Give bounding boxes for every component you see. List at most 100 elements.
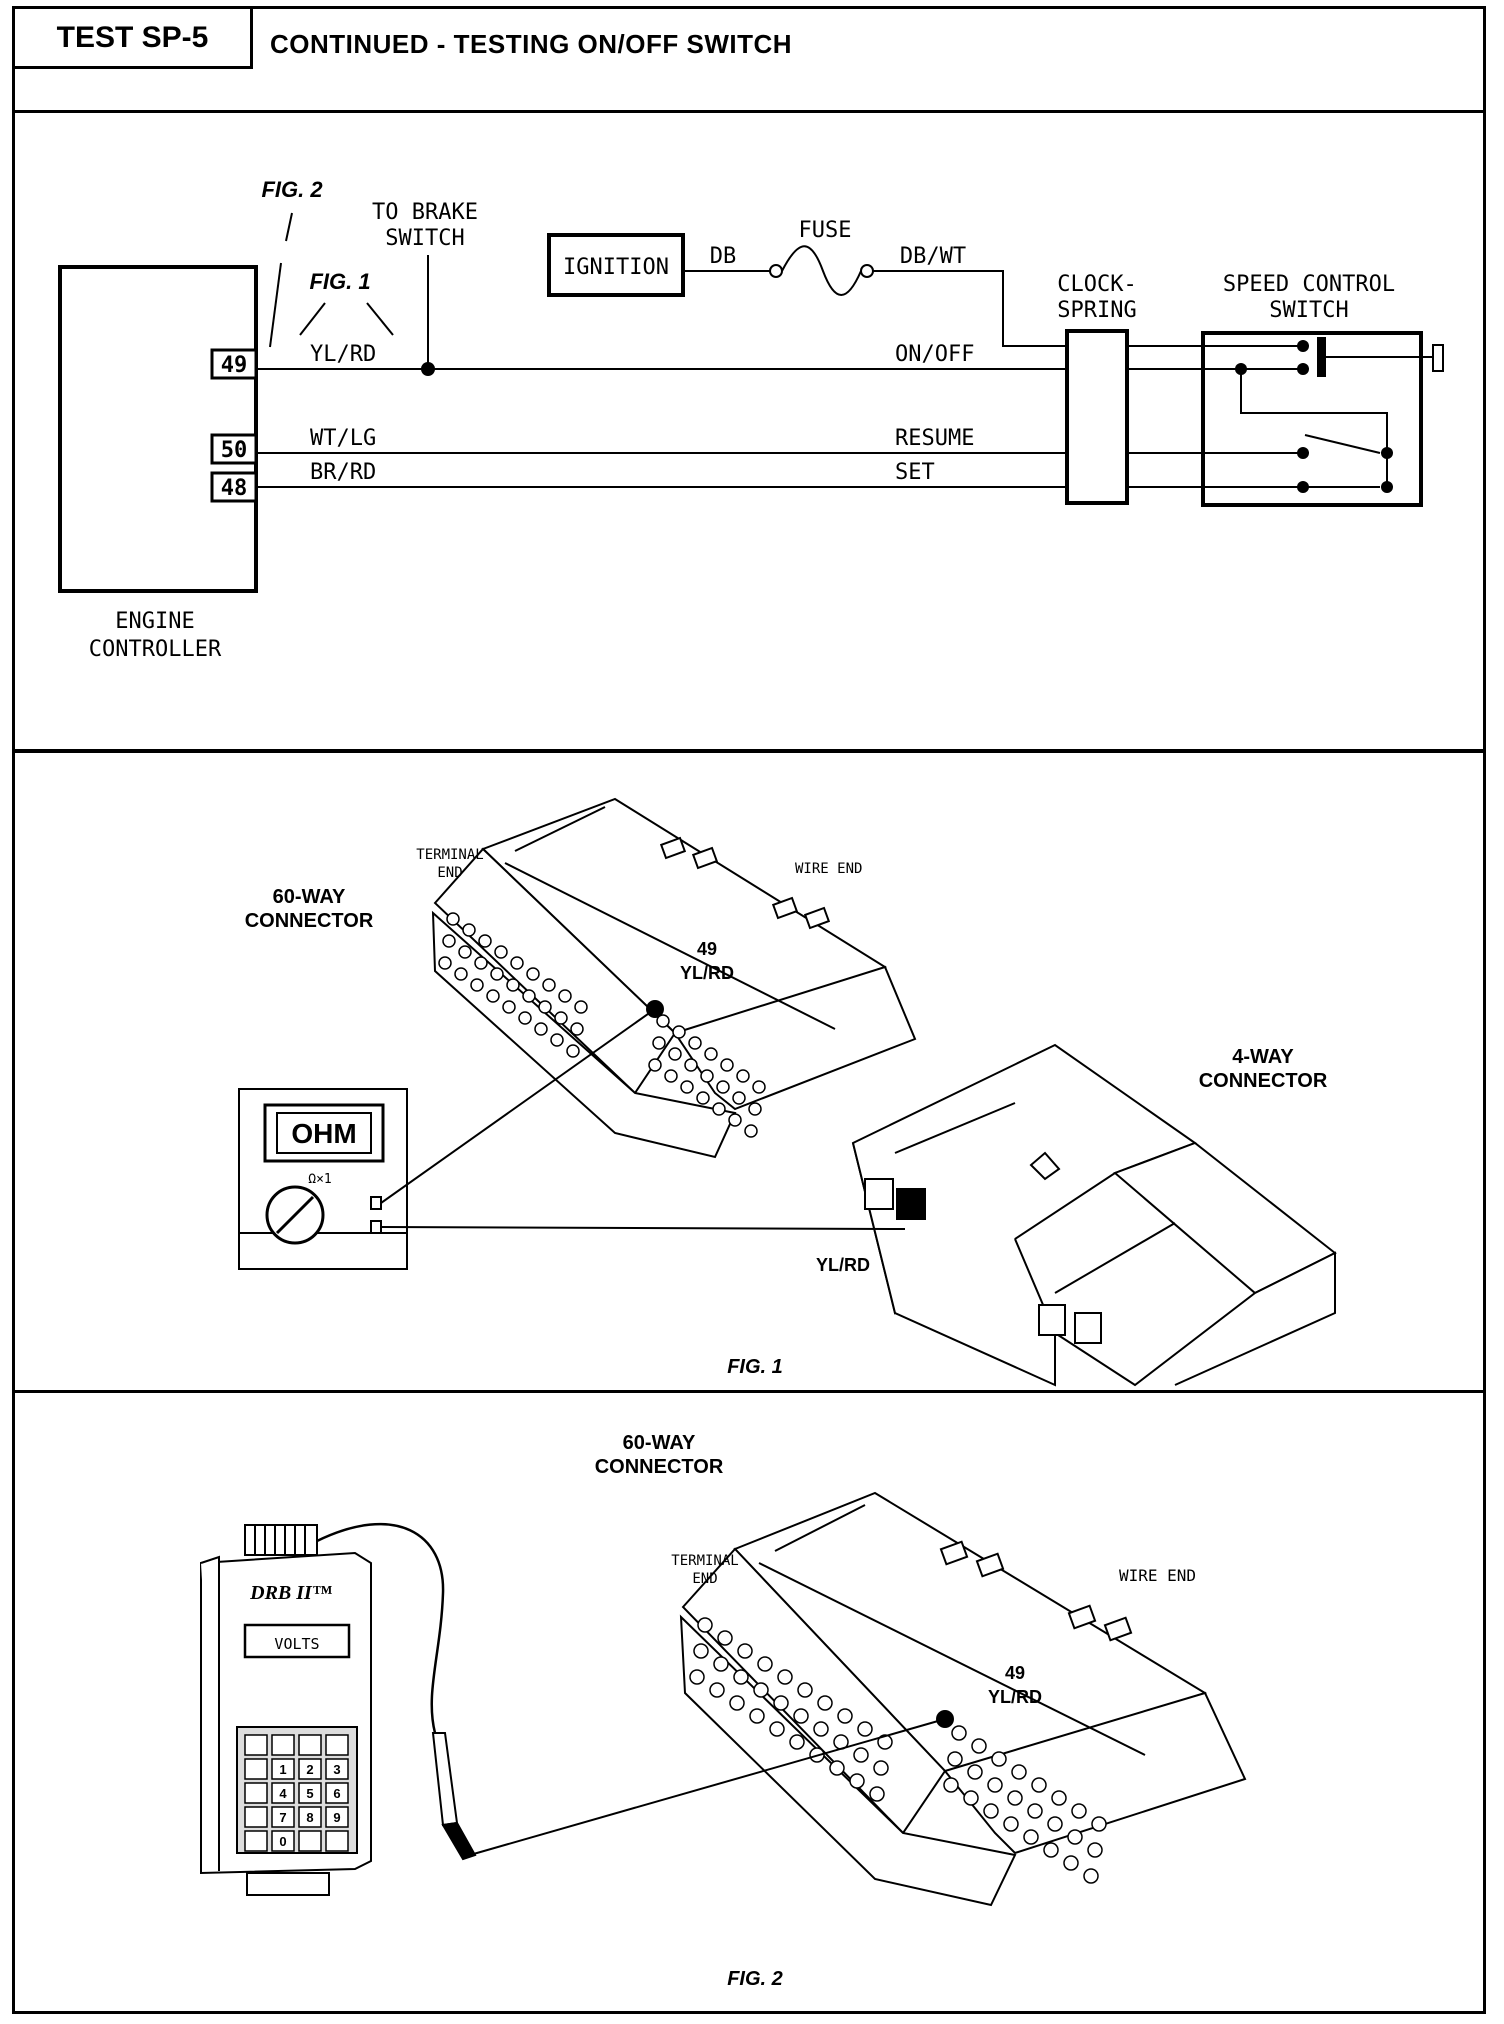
drb-key bbox=[298, 1806, 322, 1828]
connector-pin-hole bbox=[732, 1091, 746, 1105]
connector-pin-hole bbox=[700, 1069, 714, 1083]
connector-pin-hole bbox=[793, 1708, 809, 1724]
brake-label-line2: SWITCH bbox=[385, 226, 464, 251]
connector-pin-hole bbox=[574, 1000, 588, 1014]
connector-pin-hole bbox=[1031, 1777, 1047, 1793]
drb-key bbox=[271, 1830, 295, 1852]
connector-pin-hole bbox=[656, 1014, 670, 1028]
fig1-4way-label-line2: CONNECTOR bbox=[1199, 1070, 1328, 1092]
connector-pin-hole bbox=[853, 1747, 869, 1763]
ohmmeter-jack-lower bbox=[370, 1220, 382, 1234]
test-page: TEST SP-5 CONTINUED - TESTING ON/OFF SWI… bbox=[12, 6, 1486, 2014]
fig1-4way-connector bbox=[851, 1043, 1337, 1387]
ohmmeter-display: OHM bbox=[291, 1118, 356, 1149]
drb-key-label: 6 bbox=[333, 1786, 340, 1801]
connector-pin-hole bbox=[502, 1000, 516, 1014]
fig1-lead-to-4way bbox=[380, 1226, 906, 1230]
fig1-pin-number: 49 bbox=[697, 939, 717, 959]
connector-pin-hole bbox=[688, 1036, 702, 1050]
fig2-illustration: 60-WAY CONNECTOR TERMINAL END WIRE END 4… bbox=[200, 1432, 1247, 1990]
connector-pin-hole bbox=[1091, 1816, 1107, 1832]
controller-label-line2: CONTROLLER bbox=[89, 637, 222, 662]
fuse-element bbox=[781, 245, 862, 296]
connector-pin-hole bbox=[829, 1760, 845, 1776]
connector-pin-hole bbox=[458, 945, 472, 959]
ohmmeter-jack-upper bbox=[370, 1196, 382, 1210]
drb-key bbox=[271, 1734, 295, 1756]
fig2-60way-label-line1: 60-WAY bbox=[623, 1432, 696, 1454]
drb-title: DRB II™ bbox=[249, 1582, 332, 1604]
wire-dbwt-label: DB/WT bbox=[900, 244, 966, 269]
connector-pin-hole bbox=[709, 1682, 725, 1698]
connector-pin-hole bbox=[757, 1656, 773, 1672]
connector-pin-hole bbox=[720, 1058, 734, 1072]
connector-pin-hole bbox=[963, 1790, 979, 1806]
pin-49-label: 49 bbox=[221, 353, 248, 378]
fig1-lead-to-pin49 bbox=[380, 1008, 656, 1204]
connector-pin-hole bbox=[566, 1044, 580, 1058]
test-number-box: TEST SP-5 bbox=[15, 9, 253, 69]
drb-key bbox=[325, 1782, 349, 1804]
fig2-60way-label-line2: CONNECTOR bbox=[595, 1456, 724, 1478]
wire-wtlg-label: WT/LG bbox=[310, 426, 376, 451]
drb-key bbox=[244, 1806, 268, 1828]
connector-pin-hole bbox=[486, 989, 500, 1003]
wire-db-label: DB bbox=[710, 244, 737, 269]
connector-pin-hole bbox=[534, 1022, 548, 1036]
connector-pin-hole bbox=[817, 1695, 833, 1711]
speed-control-label-line1: SPEED CONTROL bbox=[1223, 272, 1395, 297]
connector-pin-hole bbox=[648, 1058, 662, 1072]
ohmmeter-range: Ω×1 bbox=[308, 1172, 331, 1187]
fig1-caption: FIG. 1 bbox=[727, 1356, 783, 1378]
drb-key bbox=[325, 1758, 349, 1780]
drb-key bbox=[298, 1782, 322, 1804]
wire-dbwt bbox=[873, 270, 1067, 347]
fig2-connector-pins bbox=[689, 1617, 1107, 1884]
connector-pin-hole bbox=[873, 1760, 889, 1776]
connector-pin-hole bbox=[518, 1011, 532, 1025]
connector-pin-hole bbox=[837, 1708, 853, 1724]
connector-pin-hole bbox=[713, 1656, 729, 1672]
fig1-60way-label-line1: 60-WAY bbox=[273, 886, 346, 908]
page-header: TEST SP-5 CONTINUED - TESTING ON/OFF SWI… bbox=[15, 9, 1483, 113]
connector-pin-hole bbox=[773, 1695, 789, 1711]
connector-pin-hole bbox=[668, 1047, 682, 1061]
drb-key-label: 1 bbox=[279, 1762, 286, 1777]
drb-key bbox=[298, 1734, 322, 1756]
connector-pin-hole bbox=[849, 1773, 865, 1789]
connector-pin-hole bbox=[693, 1643, 709, 1659]
connector-pin-hole bbox=[478, 934, 492, 948]
fig2-60way-connector bbox=[679, 1491, 1247, 1907]
drb-key bbox=[298, 1758, 322, 1780]
connector-pin-hole bbox=[454, 967, 468, 981]
fig1-reference: FIG. 1 bbox=[309, 269, 370, 294]
connector-pin-hole bbox=[1023, 1829, 1039, 1845]
fig2-reference: FIG. 2 bbox=[261, 177, 323, 202]
connector-pin-hole bbox=[987, 1777, 1003, 1793]
pin-48-box bbox=[210, 471, 258, 503]
drb-key bbox=[244, 1758, 268, 1780]
connector-pin-hole bbox=[729, 1695, 745, 1711]
connector-pin-hole bbox=[753, 1682, 769, 1698]
drb-key bbox=[271, 1758, 295, 1780]
connector-pin-hole bbox=[538, 1000, 552, 1014]
pin-50-box bbox=[210, 433, 258, 465]
connector-pin-hole bbox=[877, 1734, 893, 1750]
connector-pin-hole bbox=[869, 1786, 885, 1802]
connector-pin-hole bbox=[510, 956, 524, 970]
pin-50-label: 50 bbox=[221, 438, 248, 463]
connector-pin-hole bbox=[554, 1011, 568, 1025]
connector-pin-hole bbox=[689, 1669, 705, 1685]
drb-key-label: 4 bbox=[279, 1786, 287, 1801]
connector-pin-hole bbox=[438, 956, 452, 970]
fig1-pointer-left bbox=[299, 302, 326, 336]
connector-pin-hole bbox=[474, 956, 488, 970]
connector-pin-hole bbox=[684, 1058, 698, 1072]
connector-pin-hole bbox=[696, 1091, 710, 1105]
speed-control-switch-box bbox=[1201, 331, 1423, 507]
fig2-panel: 60-WAY CONNECTOR TERMINAL END WIRE END 4… bbox=[15, 1393, 1483, 2011]
drb-key bbox=[325, 1806, 349, 1828]
connector-pin-hole bbox=[1071, 1803, 1087, 1819]
connector-pin-hole bbox=[558, 989, 572, 1003]
fuse-terminal-right bbox=[860, 264, 874, 278]
